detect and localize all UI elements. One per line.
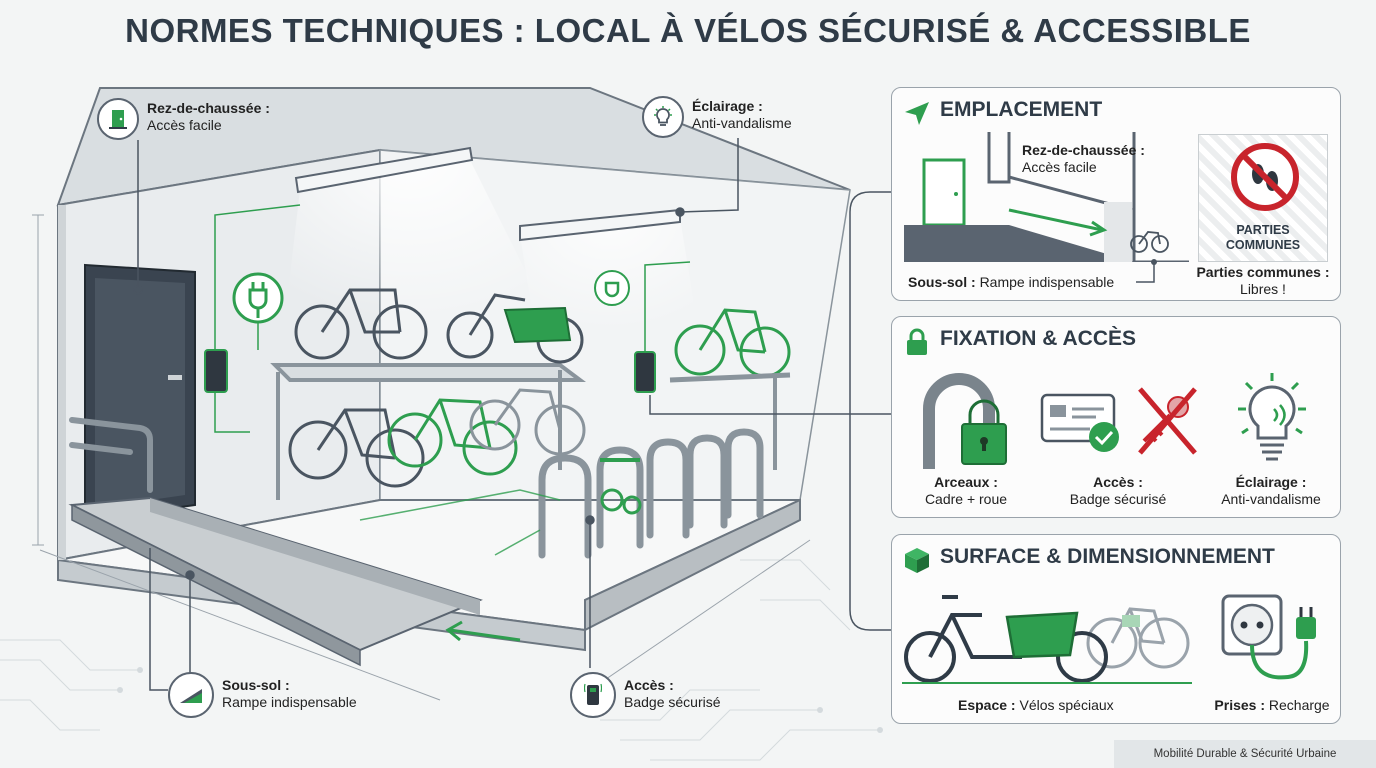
cargo-bike (904, 595, 1108, 683)
panel-surface: SURFACE & DIMENSIONNEMENT Espace : Vélos… (891, 534, 1341, 724)
surface-plugs-label: Prises : (1214, 697, 1265, 713)
location-ground-callout: Rez-de-chaussée :Accès facile (1022, 142, 1145, 176)
callout-basement-text: Rampe indispensable (222, 694, 357, 710)
page-title: NORMES TECHNIQUES : LOCAL À VÉLOS SÉCURI… (125, 12, 1251, 49)
wall-charger-left (232, 272, 284, 324)
callout-lighting-text: Anti-vandalisme (692, 115, 792, 131)
power-socket-plug-icon (1221, 594, 1316, 680)
location-common-label: Parties communes : (1196, 264, 1330, 280)
footer-credit: Mobilité Durable & Sécurité Urbaine (1114, 740, 1376, 768)
fixation-item-2-text: Badge sécurisé (1069, 491, 1167, 507)
fixation-item-3-text: Anti-vandalisme (1221, 491, 1321, 507)
door (84, 263, 196, 522)
no-entry-footprints-icon (1231, 143, 1299, 211)
two-tier-rack (270, 363, 586, 500)
crossed-key-icon (1138, 387, 1197, 455)
callout-access-text: Badge sécurisé (624, 694, 721, 710)
common-areas-sign-line1: PARTIES (1236, 223, 1290, 237)
callout-lighting: Éclairage :Anti-vandalisme (642, 96, 792, 138)
box-icon (905, 548, 929, 573)
location-common-text: Libres ! (1240, 281, 1286, 297)
location-diagram (904, 132, 1189, 262)
u-lock-icon (923, 373, 1007, 469)
callout-basement-label: Sous-sol : (222, 677, 290, 693)
common-areas-sign-line2: COMMUNES (1225, 238, 1301, 252)
location-common-callout: Parties communes :Libres ! (1188, 264, 1338, 298)
fixation-item-2: Accès :Badge sécurisé (1042, 474, 1194, 508)
badge-reader-left (204, 349, 228, 393)
badge-reader-icon (570, 672, 616, 718)
fixation-item-1-text: Cadre + roue (924, 491, 1008, 507)
fixation-item-3-label: Éclairage : (1235, 474, 1307, 490)
lightbulb-icon (1238, 373, 1306, 461)
surface-space-text: Vélos spéciaux (1019, 697, 1114, 713)
panel-fixation: FIXATION & ACCÈS Arceaux :Cadre + roue A… (891, 316, 1341, 518)
ceiling-light-2 (519, 208, 681, 242)
location-ground-text: Accès facile (1022, 159, 1097, 175)
location-basement-label: Sous-sol : (908, 274, 976, 290)
panel-location: EMPLACEMENT Rez-de-chaussée :Accès facil… (891, 87, 1341, 301)
common-areas-sign: PARTIES COMMUNES (1198, 134, 1328, 262)
callout-access: Accès :Badge sécurisé (570, 672, 721, 718)
panel-surface-title: SURFACE & DIMENSIONNEMENT (940, 545, 1275, 568)
fixation-item-3: Éclairage :Anti-vandalisme (1194, 474, 1348, 508)
callout-ground-label: Rez-de-chaussée : (147, 100, 270, 116)
ebike-wall (674, 308, 791, 378)
callout-lighting-label: Éclairage : (692, 98, 763, 114)
bike-stands (538, 428, 764, 559)
badge-card-icon (1040, 387, 1197, 455)
bike-lower-3 (469, 388, 586, 456)
fixation-item-2-label: Accès : (1093, 474, 1143, 490)
door-icon (97, 98, 139, 140)
badge-reader-right (634, 351, 656, 393)
callout-ground-floor: Rez-de-chaussée :Accès facile (97, 98, 270, 140)
surface-space-label: Espace : (958, 697, 1016, 713)
ebike-background (1086, 607, 1190, 669)
ebike-lower (387, 398, 518, 476)
lightbulb-icon (642, 96, 684, 138)
bike-upper-1 (294, 288, 428, 360)
location-ground-label: Rez-de-chaussée : (1022, 142, 1145, 158)
access-ramp (68, 496, 483, 667)
location-basement-callout: Sous-sol : Rampe indispensable (908, 274, 1114, 291)
padlock-icon (907, 328, 927, 355)
special-bikes-illustration (902, 595, 1192, 684)
callout-basement: Sous-sol :Rampe indispensable (168, 672, 357, 718)
callout-ground-text: Accès facile (147, 117, 222, 133)
surface-plugs-text: Recharge (1268, 697, 1330, 713)
surface-space-callout: Espace : Vélos spéciaux (958, 697, 1114, 714)
basement-leader-line (1136, 259, 1157, 283)
surface-plugs-callout: Prises : Recharge (1202, 697, 1342, 714)
location-basement-text: Rampe indispensable (979, 274, 1115, 290)
location-arrow-icon (905, 102, 929, 125)
ceiling-light-1 (294, 146, 474, 194)
ramp-icon (168, 672, 214, 718)
fixation-item-1: Arceaux :Cadre + roue (892, 474, 1040, 508)
fixation-item-1-label: Arceaux : (934, 474, 998, 490)
panel-location-title: EMPLACEMENT (940, 98, 1103, 121)
panel-fixation-title: FIXATION & ACCÈS (940, 327, 1137, 350)
callout-access-label: Accès : (624, 677, 674, 693)
wall-charger-right (594, 270, 630, 306)
